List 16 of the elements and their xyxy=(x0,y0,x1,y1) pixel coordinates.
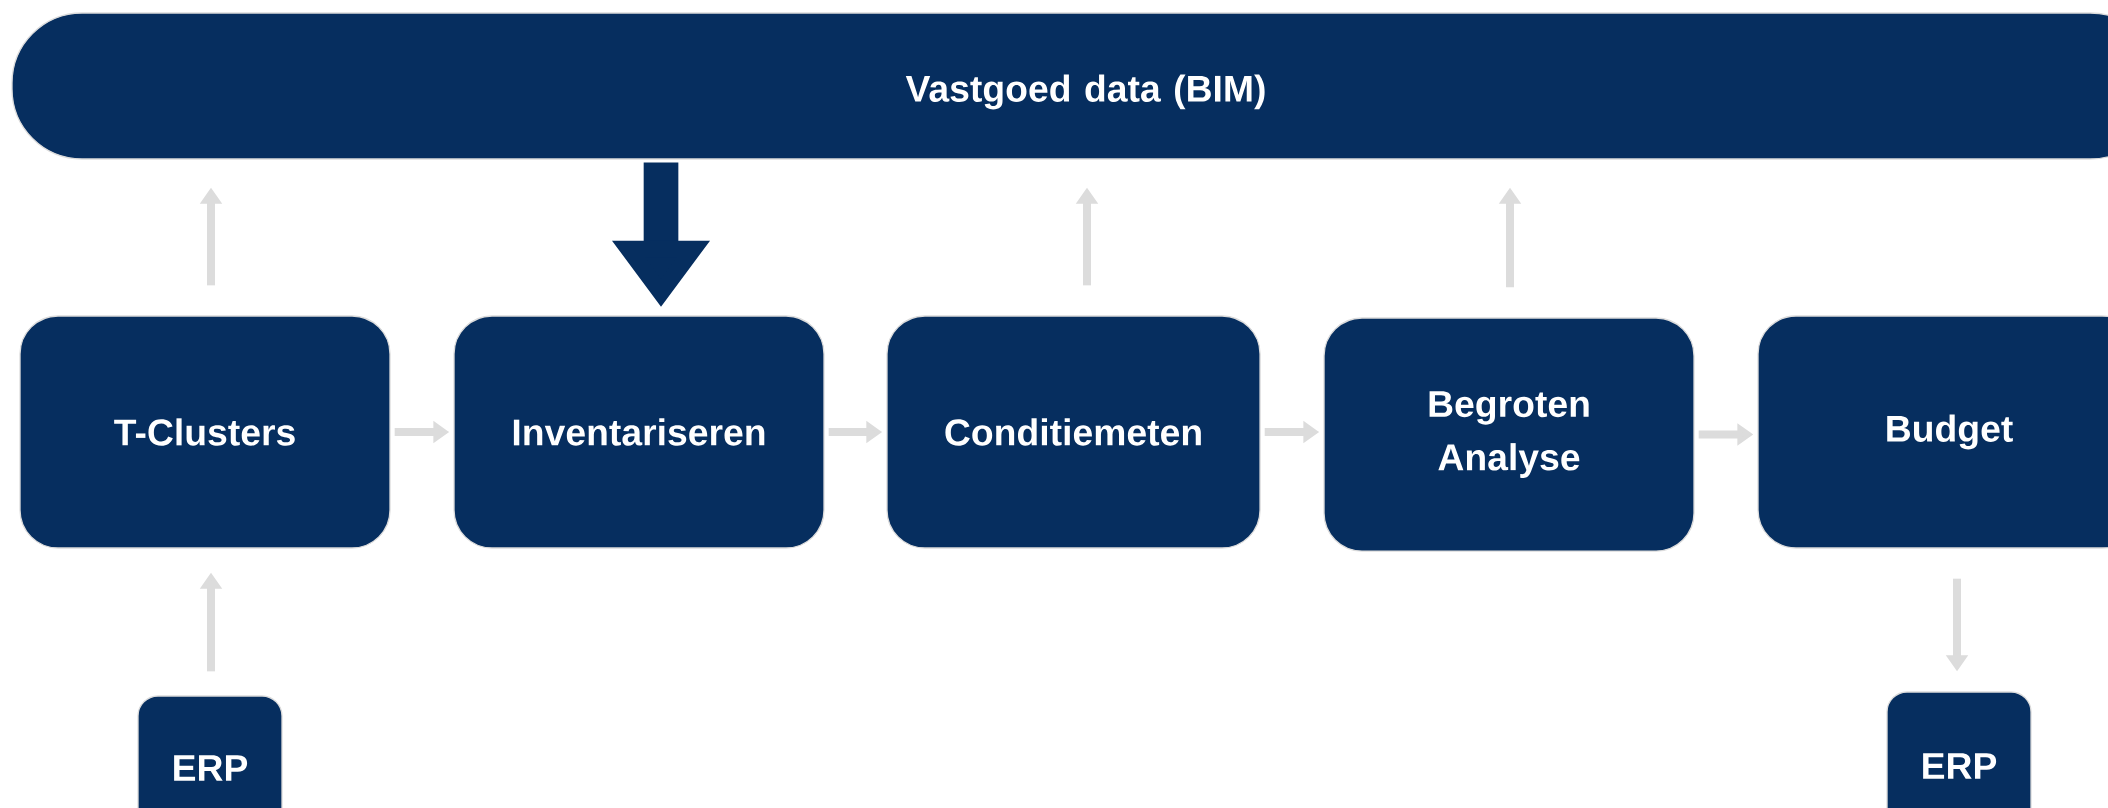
box-label: Vastgoed data (BIM) xyxy=(905,74,1265,110)
system-box xyxy=(137,695,283,808)
box-label: ERP xyxy=(1923,753,1997,779)
box-label: ERP xyxy=(174,755,248,781)
box-label: Inventariseren xyxy=(513,418,765,446)
box-label: Budget xyxy=(1887,414,2013,450)
process-box xyxy=(1323,317,1695,552)
box-label: T-Clusters xyxy=(114,418,295,446)
box-label: Conditiemeten xyxy=(945,418,1201,446)
process-box xyxy=(886,315,1261,549)
system-box xyxy=(1886,691,2032,808)
banner xyxy=(11,12,2108,160)
process-box xyxy=(453,315,825,549)
box-label: Begroten Analyse xyxy=(1429,391,1589,478)
process-box xyxy=(1757,315,2108,549)
process-box xyxy=(19,315,391,549)
